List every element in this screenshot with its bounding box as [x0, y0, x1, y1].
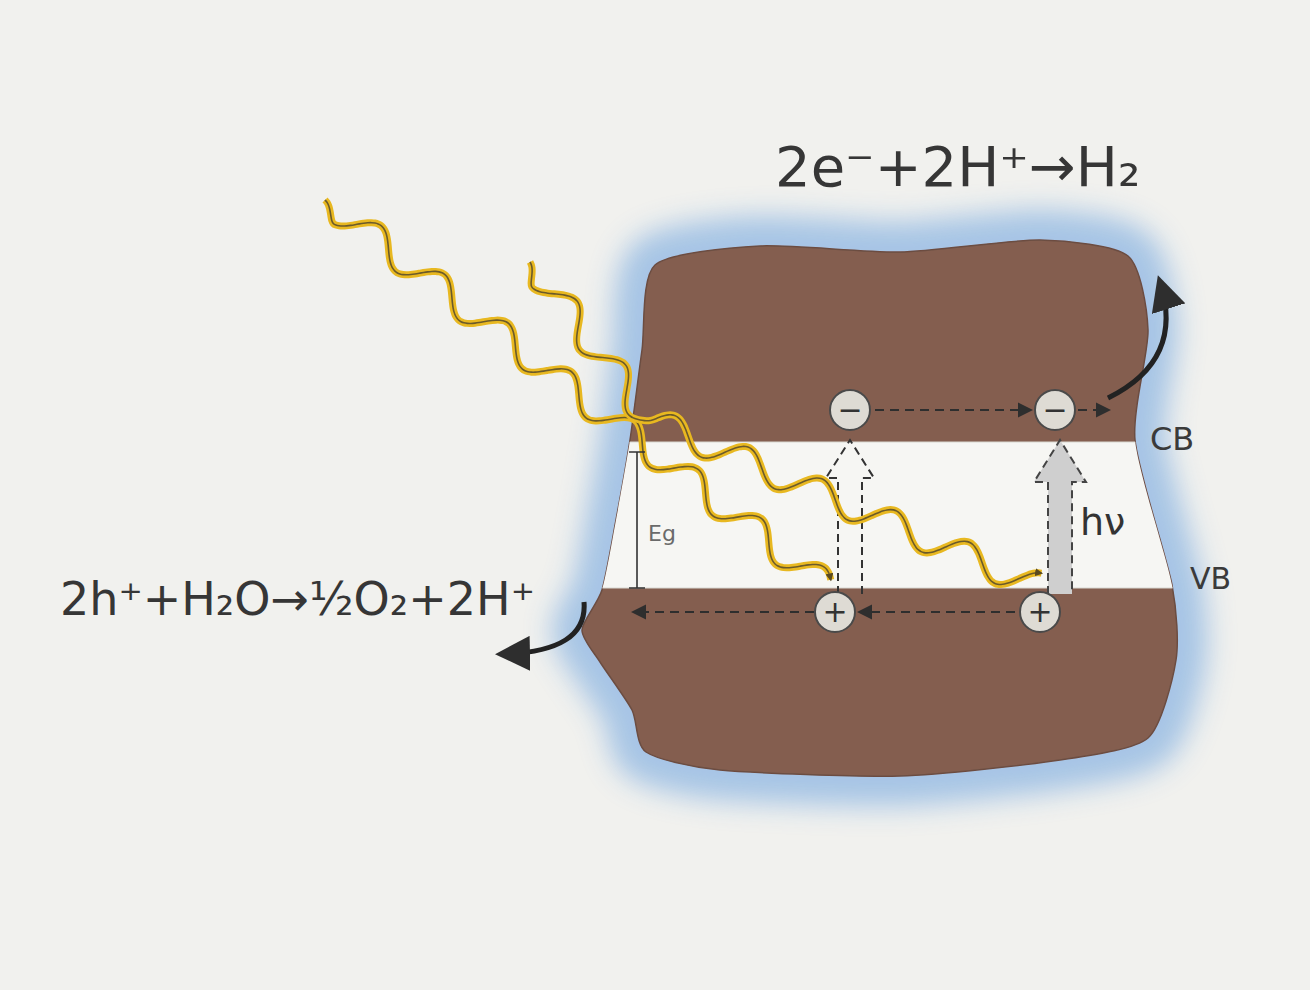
- gap-label: Eg: [648, 522, 676, 546]
- reaction-arrows: [502, 282, 1166, 654]
- gap-bracket: [629, 452, 645, 588]
- charge-sign: +: [1027, 597, 1052, 627]
- electron-circle: −: [1034, 389, 1076, 431]
- electron-flow: [1078, 409, 1108, 411]
- charge-sign: −: [1042, 395, 1067, 425]
- light-wave: [530, 262, 1041, 585]
- light-wave: [325, 200, 831, 580]
- electron-circle: −: [829, 389, 871, 431]
- charge-sign: −: [837, 395, 862, 425]
- photon-label: hν: [1080, 502, 1125, 544]
- hole-circle: +: [814, 591, 856, 633]
- light-wave-edge: [530, 262, 1041, 585]
- reduction-equation: 2e⁻+2H⁺→H₂: [775, 136, 1140, 198]
- oxidation-equation: 2h⁺+H₂O→½O₂+2H⁺: [60, 574, 535, 625]
- light-waves: [325, 200, 1041, 585]
- band-label: CB: [1150, 422, 1194, 457]
- hole-circle: +: [1019, 591, 1061, 633]
- reduction-arrow: [1108, 282, 1166, 398]
- charge-transfer-arrow: [875, 409, 1030, 411]
- hole-flow: [634, 611, 814, 613]
- light-wave-edge: [325, 200, 831, 580]
- charge-transfer-arrow: [860, 611, 1015, 613]
- charge-sign: +: [822, 597, 847, 627]
- band-label: VB: [1190, 562, 1231, 595]
